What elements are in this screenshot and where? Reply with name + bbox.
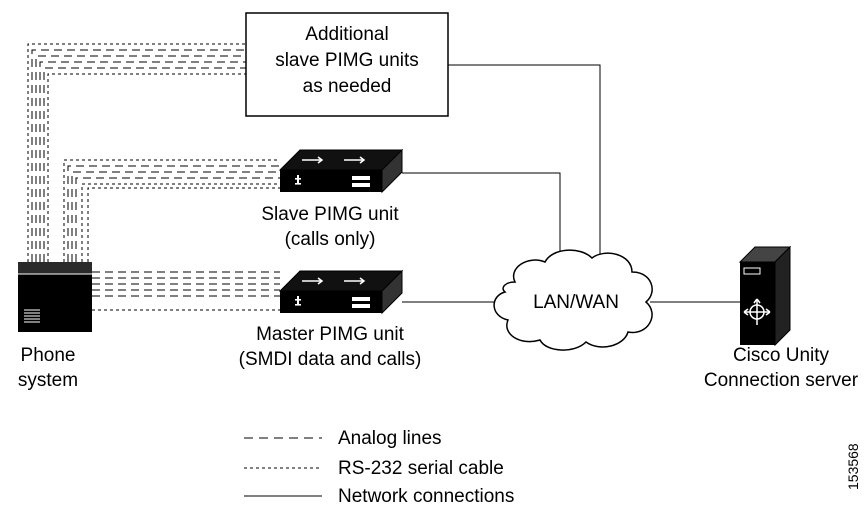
- additional-box-line2: slave PIMG units: [275, 50, 419, 71]
- server-label-line2: Connection server: [704, 370, 859, 391]
- master-unit-label-line1: Master PIMG unit: [256, 324, 405, 345]
- network-lines: [402, 64, 740, 303]
- legend-serial-label: RS-232 serial cable: [338, 458, 504, 479]
- legend-analog: Analog lines: [244, 428, 442, 449]
- server-label-line1: Cisco Unity: [733, 345, 830, 366]
- phone-system: Phone system: [18, 262, 92, 391]
- legend-serial: RS-232 serial cable: [244, 458, 504, 479]
- cloud-label: LAN/WAN: [533, 292, 619, 313]
- legend: Analog lines RS-232 serial cable Network…: [244, 428, 514, 507]
- additional-box-line1: Additional: [305, 24, 388, 45]
- slave-arrow-icons: [302, 156, 366, 164]
- unity-logo-icon: [743, 298, 771, 325]
- figure-id: 153568: [845, 443, 861, 490]
- additional-slave-box: Additional slave PIMG units as needed: [245, 12, 449, 117]
- slave-unit-label-line1: Slave PIMG unit: [261, 204, 399, 225]
- additional-box-line3: as needed: [303, 76, 392, 97]
- serial-cables: [27, 43, 280, 311]
- slave-pimg-unit: Slave PIMG unit (calls only): [261, 148, 404, 250]
- legend-network: Network connections: [244, 486, 514, 507]
- master-unit-label-line2: (SMDI data and calls): [239, 349, 422, 370]
- phone-vent-icon: [24, 309, 40, 323]
- master-front-panel: [295, 296, 370, 308]
- legend-analog-label: Analog lines: [338, 428, 442, 449]
- phone-system-label-line2: system: [18, 370, 78, 391]
- lan-wan-cloud: LAN/WAN: [493, 249, 653, 351]
- unity-server: Cisco Unity Connection server: [704, 245, 859, 391]
- phone-system-label-line1: Phone: [21, 345, 76, 366]
- analog-lines: [31, 49, 280, 297]
- legend-network-label: Network connections: [338, 486, 514, 507]
- slave-front-panel: [295, 175, 370, 187]
- slave-unit-label-line2: (calls only): [285, 229, 376, 250]
- master-arrow-icons: [302, 277, 366, 285]
- master-pimg-unit: Master PIMG unit (SMDI data and calls): [239, 269, 422, 370]
